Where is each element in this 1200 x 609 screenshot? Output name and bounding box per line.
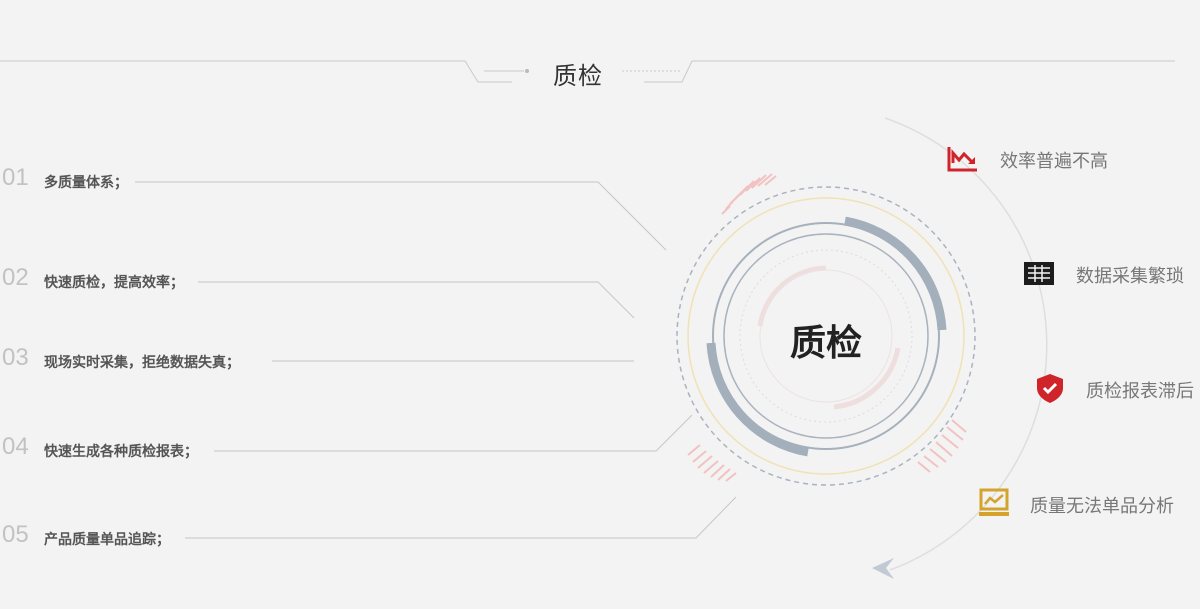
hatch-top <box>721 173 777 215</box>
feature-text: 现场实时采集，拒绝数据失真； <box>44 355 240 371</box>
pink-arc-1 <box>757 265 827 327</box>
feature-number: 03 <box>2 344 29 371</box>
section-title: 质检 <box>553 63 603 90</box>
chart-down-icon <box>947 147 977 172</box>
inner-ring <box>723 233 929 439</box>
feature-text: 产品质量单品追踪； <box>44 532 170 548</box>
hatch-bottom-right <box>917 419 967 473</box>
left-connectors <box>135 181 737 539</box>
dotted-ring <box>739 249 913 423</box>
inner-faint-ring <box>759 269 893 403</box>
problem-label: 效率普遍不高 <box>1000 151 1108 171</box>
outer-arc <box>884 117 1048 571</box>
grey-ring <box>712 222 940 450</box>
problem-label: 质量无法单品分析 <box>1030 496 1174 516</box>
feature-number: 02 <box>2 264 29 291</box>
hatch-bottom-left <box>687 444 737 482</box>
thick-arc-top-right <box>844 216 947 331</box>
outer-dashed-ring <box>676 186 976 486</box>
thick-arc-bottom-left <box>706 342 809 457</box>
problem-label: 质检报表滞后 <box>1086 381 1194 401</box>
line-chart-icon <box>979 488 1009 516</box>
yellow-ring <box>687 197 965 475</box>
table-icon <box>1024 262 1054 285</box>
center-title: 质检 <box>789 322 862 363</box>
pink-arc-2 <box>833 347 901 410</box>
feature-text: 多质量体系； <box>44 175 128 191</box>
header-divider <box>0 60 1175 83</box>
arrow-head-icon <box>872 558 894 579</box>
shield-check-icon <box>1037 374 1063 403</box>
feature-text: 快速生成各种质检报表； <box>44 444 198 460</box>
header-dot <box>525 69 529 73</box>
feature-text: 快速质检，提高效率； <box>44 275 184 291</box>
feature-number: 05 <box>2 521 29 548</box>
problem-label: 数据采集繁琐 <box>1076 266 1184 286</box>
feature-number: 04 <box>2 433 29 460</box>
feature-number: 01 <box>2 164 29 191</box>
